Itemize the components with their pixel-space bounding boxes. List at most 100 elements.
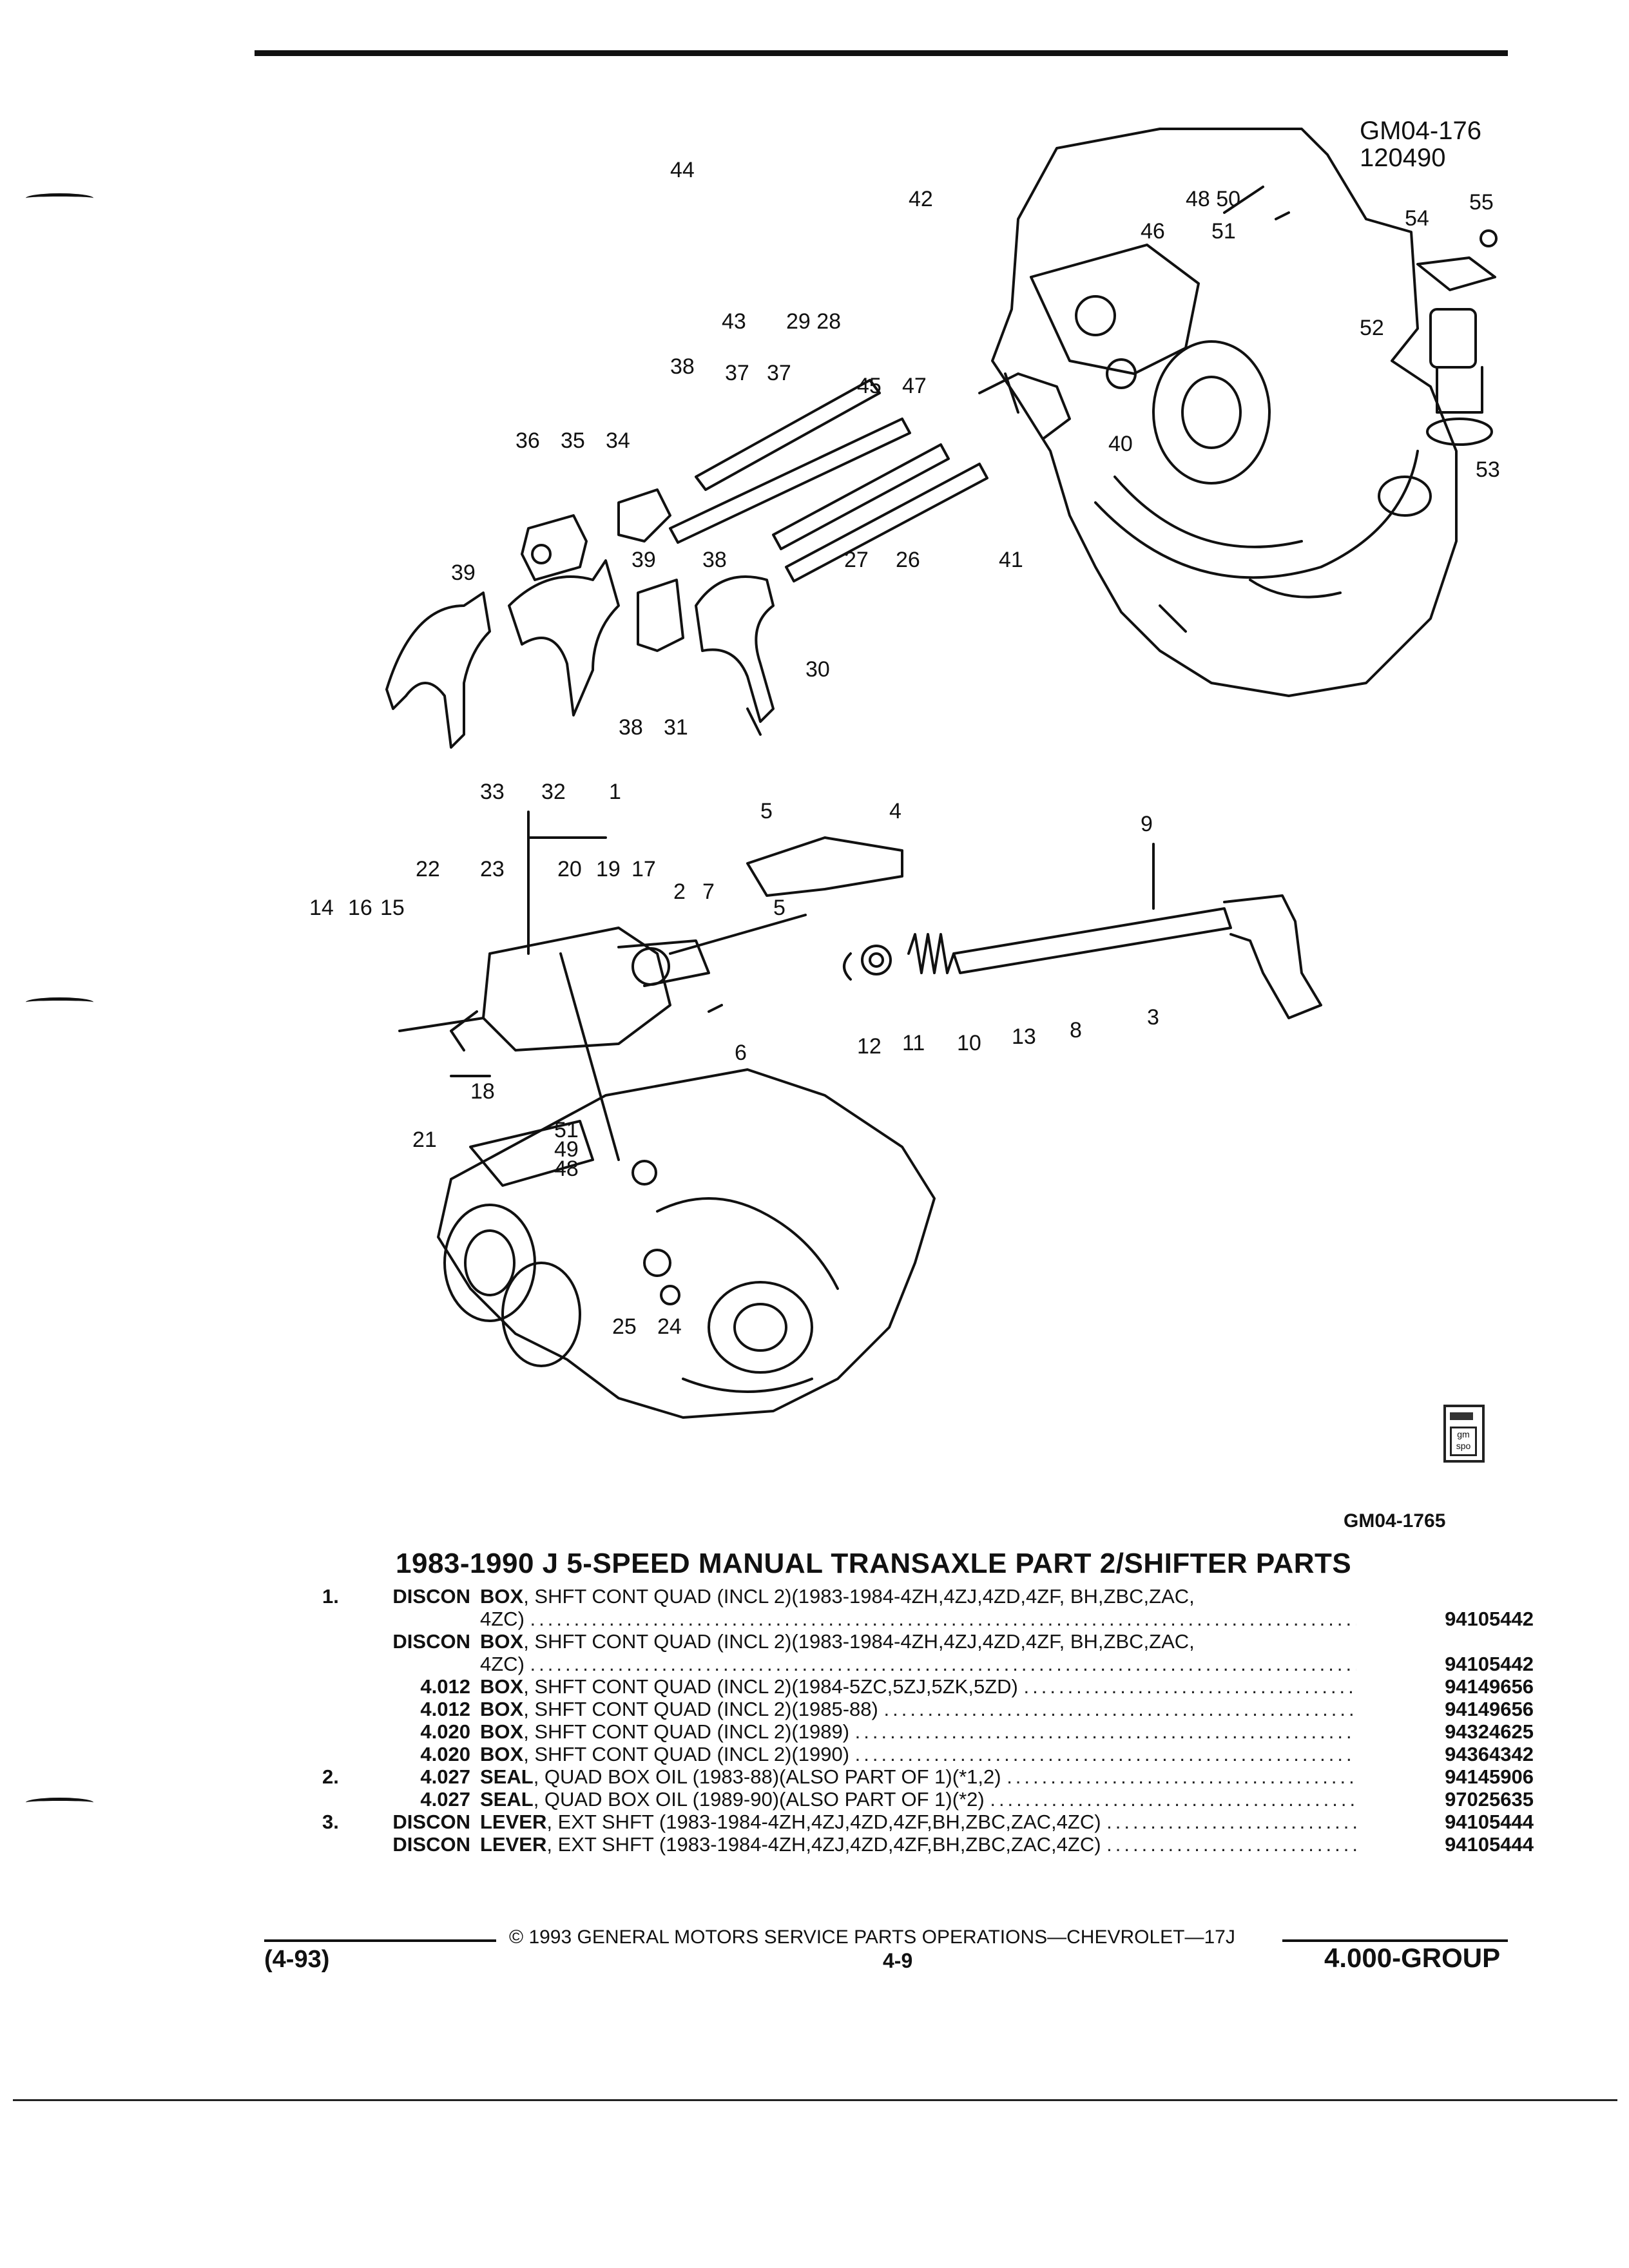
part-name: BOX xyxy=(480,1720,524,1743)
callout: 21 xyxy=(412,1128,437,1152)
diagram-ref: GM04-176 120490 xyxy=(1360,117,1481,171)
callout: 30 xyxy=(805,657,830,682)
catalog-code: 4.020 xyxy=(420,1720,470,1743)
part-detail: , SHFT CONT QUAD (INCL 2)(1990) xyxy=(523,1743,850,1765)
part-description: BOX, SHFT CONT QUAD (INCL 2)(1989) .....… xyxy=(480,1720,1356,1743)
callout: 13 xyxy=(1012,1024,1036,1049)
callout: 1 xyxy=(609,780,621,804)
catalog-code: 4.012 xyxy=(420,1675,470,1698)
parts-row: 2. 4.027 SEAL, QUAD BOX OIL (1983-88)(AL… xyxy=(322,1765,1534,1788)
callout: 38 xyxy=(619,715,643,740)
item-number: 2. xyxy=(322,1765,339,1788)
callout: 22 xyxy=(416,857,440,881)
callout: 46 xyxy=(1141,219,1165,244)
page-number: 4-9 xyxy=(883,1949,913,1972)
shift-rail-27 xyxy=(772,443,950,550)
callout: 51 xyxy=(1211,219,1236,244)
callout: 17 xyxy=(631,857,656,881)
callout: 10 xyxy=(957,1031,981,1055)
callout: 2 xyxy=(673,879,686,904)
parts-row: DISCON LEVER, EXT SHFT (1983-1984-4ZH,4Z… xyxy=(322,1833,1534,1856)
part-description: BOX, SHFT CONT QUAD (INCL 2)(1983-1984-4… xyxy=(480,1585,1356,1608)
part-number: 94105444 xyxy=(1445,1833,1534,1856)
part-number: 94105442 xyxy=(1445,1653,1534,1675)
part-description: LEVER, EXT SHFT (1983-1984-4ZH,4ZJ,4ZD,4… xyxy=(480,1833,1356,1856)
gm-spo-logo-text: gm spo xyxy=(1450,1427,1477,1456)
part-name: LEVER xyxy=(480,1811,547,1833)
callout: 24 xyxy=(657,1314,682,1339)
callout: 27 xyxy=(844,548,869,572)
section-title: 1983-1990 J 5-SPEED MANUAL TRANSAXLE PAR… xyxy=(396,1548,1352,1579)
callout: 4 xyxy=(889,799,901,823)
callout: 18 xyxy=(470,1079,495,1104)
callout: 55 xyxy=(1469,190,1494,215)
parts-row: 4ZC) ...................................… xyxy=(322,1653,1534,1675)
part-description: LEVER, EXT SHFT (1983-1984-4ZH,4ZJ,4ZD,4… xyxy=(480,1811,1356,1833)
bottom-rule xyxy=(13,2099,1617,2101)
catalog-code: 4.012 xyxy=(420,1698,470,1720)
shift-rail-29 xyxy=(695,379,881,491)
callout: 40 xyxy=(1108,432,1133,456)
catalog-code: DISCON xyxy=(392,1833,470,1856)
callout: 29 28 xyxy=(786,309,841,334)
part-detail: , SHFT CONT QUAD (INCL 2)(1985-88) xyxy=(523,1698,878,1720)
callout: 6 xyxy=(735,1041,747,1065)
parts-list: 1. DISCON BOX, SHFT CONT QUAD (INCL 2)(1… xyxy=(322,1585,1534,1856)
part-detail: 4ZC) xyxy=(480,1653,525,1675)
callout: 39 xyxy=(631,548,656,572)
catalog-code: 4.027 xyxy=(420,1765,470,1788)
ext-shaft-3 xyxy=(952,907,1232,974)
callout: 20 xyxy=(557,857,582,881)
parts-row: 4ZC) ...................................… xyxy=(322,1608,1534,1630)
shift-fork-30 xyxy=(695,575,775,723)
quad-box xyxy=(482,927,671,1052)
part-detail: , EXT SHFT (1983-1984-4ZH,4ZJ,4ZD,4ZF,BH… xyxy=(546,1811,1101,1833)
callout: 16 xyxy=(348,896,372,920)
part-description: 4ZC) ...................................… xyxy=(480,1653,1356,1675)
part-description: BOX, SHFT CONT QUAD (INCL 2)(1985-88) ..… xyxy=(480,1698,1356,1720)
callout: 25 xyxy=(612,1314,637,1339)
shift-rail-28 xyxy=(669,418,911,544)
part-name: BOX xyxy=(480,1630,524,1653)
part-number: 97025635 xyxy=(1445,1788,1534,1811)
callout: 8 xyxy=(1070,1018,1082,1043)
part-description: 4ZC) ...................................… xyxy=(480,1608,1356,1630)
part-name: LEVER xyxy=(480,1833,547,1856)
part-detail: , SHFT CONT QUAD (INCL 2)(1984-5ZC,5ZJ,5… xyxy=(523,1675,1018,1698)
callout: 35 xyxy=(561,428,585,453)
callout: 53 xyxy=(1476,457,1500,482)
callout: 7 xyxy=(702,879,715,904)
callout: 14 xyxy=(309,896,334,920)
transaxle-case xyxy=(437,1068,936,1419)
callout: 48 xyxy=(554,1157,579,1181)
callout: 26 xyxy=(896,548,920,572)
callout: 38 xyxy=(670,354,695,379)
callout: 12 xyxy=(857,1034,882,1059)
callout: 31 xyxy=(664,715,688,740)
parts-row: 4.012 BOX, SHFT CONT QUAD (INCL 2)(1984-… xyxy=(322,1675,1534,1698)
parts-row: DISCON BOX, SHFT CONT QUAD (INCL 2)(1983… xyxy=(322,1630,1534,1653)
footer-group: 4.000-GROUP xyxy=(1324,1943,1501,1973)
catalog-code: DISCON xyxy=(392,1630,470,1653)
shift-rail-26 xyxy=(785,463,988,582)
margin-mark xyxy=(26,997,93,1007)
callout: 37 xyxy=(767,361,791,385)
catalog-code: 4.020 xyxy=(420,1743,470,1765)
item-number: 3. xyxy=(322,1811,339,1833)
parts-row: 1. DISCON BOX, SHFT CONT QUAD (INCL 2)(1… xyxy=(322,1585,1534,1608)
shift-fork-33 xyxy=(385,591,491,749)
callout: 42 xyxy=(909,187,933,211)
callout: 32 xyxy=(541,780,566,804)
exploded-parts-diagram: 44 42 48 50 51 46 29 28 43 38 37 37 45 4… xyxy=(309,128,1500,1419)
callout: 52 xyxy=(1360,316,1384,340)
part-name: BOX xyxy=(480,1743,524,1765)
part-description: SEAL, QUAD BOX OIL (1983-88)(ALSO PART O… xyxy=(480,1765,1356,1788)
callout: 19 xyxy=(596,857,621,881)
catalog-code: DISCON xyxy=(392,1811,470,1833)
clutch-housing xyxy=(991,128,1458,697)
part-description: SEAL, QUAD BOX OIL (1989-90)(ALSO PART O… xyxy=(480,1788,1356,1811)
parts-row: 4.020 BOX, SHFT CONT QUAD (INCL 2)(1989)… xyxy=(322,1720,1534,1743)
diagram-ref-code: GM04-176 xyxy=(1360,117,1481,145)
callout: 33 xyxy=(480,780,505,804)
part-name: SEAL xyxy=(480,1788,534,1811)
